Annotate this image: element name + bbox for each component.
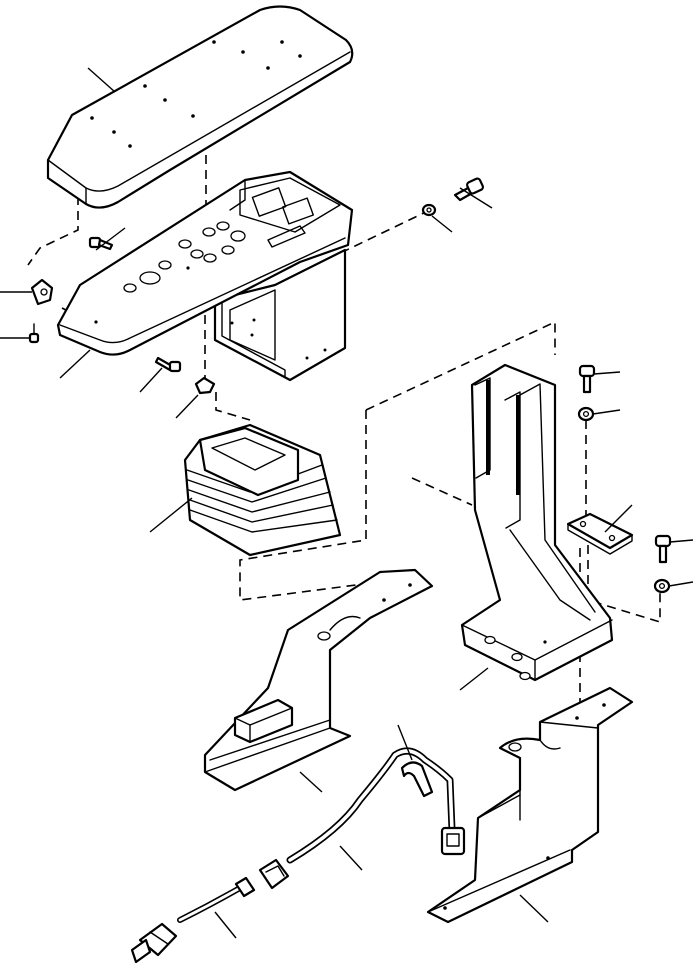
leader-console-lower-edge <box>59 349 91 379</box>
leader-rubber-boot <box>149 497 193 533</box>
leader-upper-washer <box>431 215 453 233</box>
left-bolt <box>88 236 114 251</box>
wire-harness <box>177 747 466 923</box>
leader-left-mounting-bracket <box>299 771 323 793</box>
upper-bolt <box>453 177 484 202</box>
leader-stand-bracket <box>459 667 489 691</box>
leader-left-bolt <box>95 227 126 251</box>
upper-washer <box>421 203 437 217</box>
console-holes <box>94 221 246 324</box>
stand-bracket <box>460 363 614 682</box>
wire-connector-middle <box>258 858 290 890</box>
leader-spacer-plate <box>604 504 633 533</box>
grommet <box>194 376 216 395</box>
armrest-holes <box>90 40 302 148</box>
rubber-boot <box>183 423 342 557</box>
side-washer <box>577 406 595 422</box>
leader-front-screw <box>139 367 163 393</box>
far-right-bolt <box>654 534 672 564</box>
left-mounting-bracket <box>203 568 434 792</box>
leader-far-right-washer <box>668 581 693 587</box>
leader-harness-clamp <box>397 724 413 761</box>
callout-leaders <box>0 67 693 939</box>
armrest-pad <box>46 5 354 209</box>
leader-grommet <box>175 394 199 419</box>
side-bolt <box>578 364 596 394</box>
left-small-screw <box>28 323 40 344</box>
leader-side-washer <box>592 409 621 415</box>
leader-far-right-bolt <box>669 539 693 543</box>
switch-connector <box>130 922 178 964</box>
leader-wire-harness <box>339 845 363 871</box>
console-housing <box>56 170 354 382</box>
front-screw <box>154 356 182 373</box>
leader-switch-connector <box>214 911 237 939</box>
leader-armrest-pad <box>87 67 116 93</box>
harness-clamp <box>400 761 434 798</box>
right-mounting-bracket <box>426 686 634 924</box>
spacer-plate <box>566 512 634 555</box>
wire-connector-right <box>440 826 466 856</box>
left-clip <box>30 278 54 306</box>
leader-right-mounting-bracket <box>519 894 549 923</box>
leader-upper-bolt <box>459 187 493 209</box>
wire-connector-small <box>234 876 256 898</box>
far-right-washer <box>653 578 671 594</box>
leader-side-bolt <box>593 371 621 375</box>
